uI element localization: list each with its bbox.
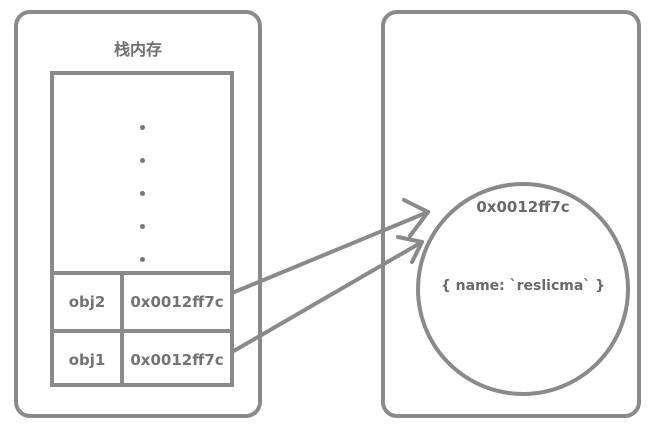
ellipsis-dot	[140, 158, 145, 163]
stack-row-obj2: obj2 0x0012ff7c	[54, 271, 230, 329]
heap-object-circle: 0x0012ff7c { name: `reslicma` }	[416, 182, 630, 396]
obj1-arrowhead	[396, 235, 424, 264]
variable-address: 0x0012ff7c	[130, 351, 224, 369]
heap-object-address: 0x0012ff7c	[476, 198, 570, 216]
ellipsis-dots	[54, 75, 230, 271]
variable-address: 0x0012ff7c	[130, 293, 224, 311]
stack-table: obj2 0x0012ff7c obj1 0x0012ff7c	[50, 71, 234, 387]
ellipsis-dot	[140, 191, 145, 196]
ellipsis-dot	[140, 125, 145, 130]
heap-object-content: { name: `reslicma` }	[440, 278, 606, 294]
variable-name: obj1	[54, 333, 124, 387]
variable-name: obj2	[54, 275, 124, 329]
stack-memory-panel: 栈内存 obj2 0x0012ff7c obj1 0x0012ff7c	[14, 10, 262, 418]
ellipsis-dot	[140, 224, 145, 229]
obj1-reference-arrow	[230, 240, 424, 354]
ellipsis-dot	[140, 257, 145, 262]
obj2-arrowhead	[402, 198, 430, 238]
stack-row-obj1: obj1 0x0012ff7c	[54, 329, 230, 387]
stack-memory-title: 栈内存	[113, 40, 162, 59]
obj2-reference-arrow	[230, 210, 430, 295]
